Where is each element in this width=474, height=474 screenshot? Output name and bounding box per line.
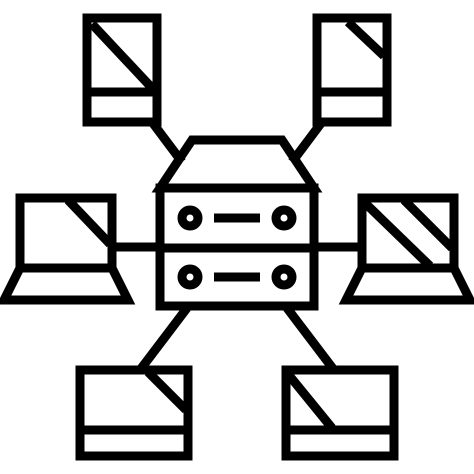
server-led-4 bbox=[271, 264, 297, 290]
mobile-body bbox=[312, 13, 392, 127]
tablet-screen-glare bbox=[144, 368, 190, 414]
tablet-icon bbox=[75, 365, 193, 461]
server-top bbox=[151, 135, 323, 193]
laptop-base bbox=[338, 265, 474, 305]
mobile-body bbox=[82, 13, 162, 127]
server-led-2 bbox=[271, 205, 297, 231]
laptop-icon bbox=[0, 193, 136, 305]
laptop-screen-glare bbox=[64, 196, 114, 248]
tablet-body bbox=[281, 365, 399, 461]
tablet-body bbox=[75, 365, 193, 461]
laptop-screen bbox=[15, 193, 117, 273]
mobile-icon bbox=[82, 13, 162, 127]
tablet-screen-glare bbox=[284, 371, 336, 431]
link-bottom-right bbox=[283, 305, 338, 373]
laptop-screen-glare-2 bbox=[400, 196, 456, 252]
mobile-screen-glare bbox=[344, 18, 388, 60]
laptop-screen-glare bbox=[360, 198, 434, 270]
server-led-3 bbox=[177, 264, 203, 290]
mobile-icon bbox=[312, 13, 392, 127]
laptop-icon bbox=[338, 193, 474, 305]
laptop-base bbox=[0, 265, 136, 305]
server-led-1 bbox=[177, 205, 203, 231]
server-unit-2 bbox=[155, 243, 319, 311]
server-icon bbox=[151, 135, 323, 311]
mobile-screen-glare bbox=[88, 20, 156, 92]
tablet-icon bbox=[281, 365, 399, 461]
link-bottom-left bbox=[136, 305, 191, 373]
